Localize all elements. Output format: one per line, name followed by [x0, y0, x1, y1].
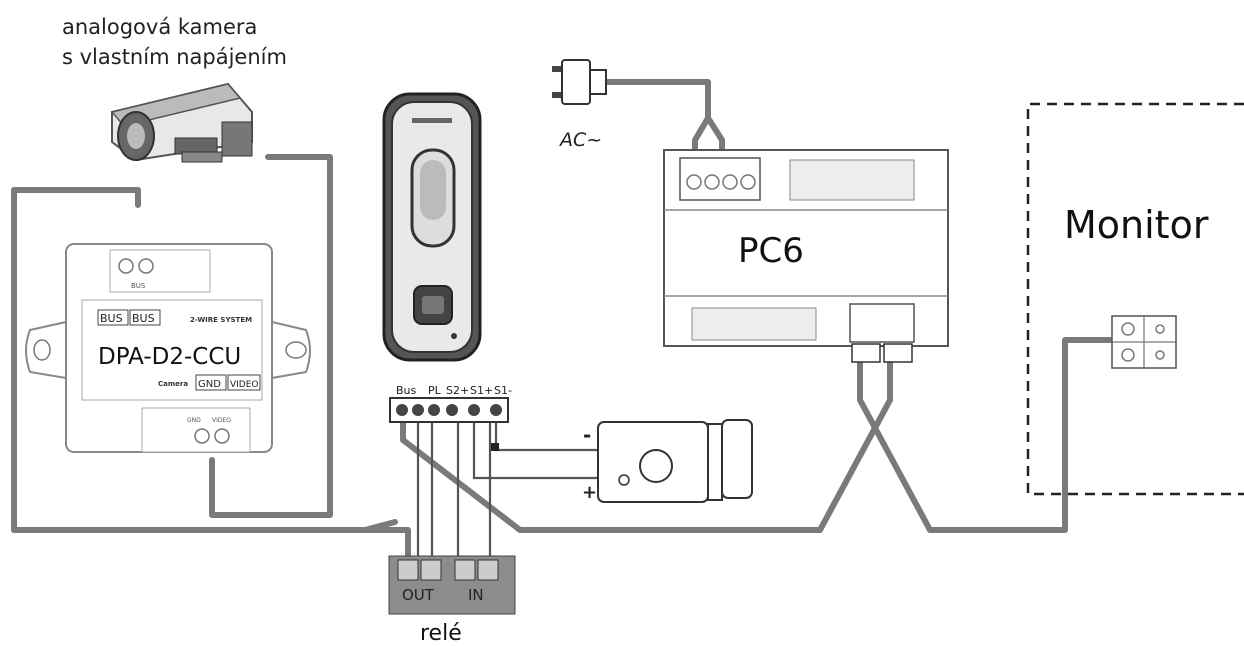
power-plug: AC~ [552, 59, 607, 151]
ccu-bus-right: BUS [132, 312, 155, 325]
wire-power-plug [597, 79, 711, 163]
ccu-bus-top: BUS [131, 282, 146, 290]
relay-out-label: OUT [402, 586, 435, 604]
monitor-name: Monitor [1064, 203, 1209, 247]
lock-minus: - [583, 423, 591, 447]
pc6-name: PC6 [738, 231, 804, 271]
ccu-system-label: 2-WIRE SYSTEM [190, 316, 252, 324]
terminal-s2p: S2+ [446, 384, 469, 397]
ccu-unit: BUS BUS BUS 2-WIRE SYSTEM DPA-D2-CCU Cam… [25, 243, 311, 453]
wire-pc6-to-monitor [857, 337, 1123, 533]
wire-bus-to-pc6 [400, 357, 893, 533]
relay: OUT IN relé [388, 555, 516, 646]
wire-camera-video [209, 154, 333, 518]
ccu-video-label: VIDEO [230, 380, 259, 390]
camera: analogová kamera s vlastním napájením [62, 15, 287, 163]
terminal-s1p: S1+ [470, 384, 493, 397]
door-station [382, 92, 482, 362]
ac-label: AC~ [558, 129, 602, 151]
monitor: Monitor [1026, 102, 1244, 496]
camera-label-line2: s vlastním napájením [62, 45, 287, 69]
ccu-bus-left: BUS [100, 312, 123, 325]
terminal-s1m: S1- [494, 384, 512, 397]
camera-label-line1: analogová kamera [62, 15, 257, 39]
terminal-bus: Bus [396, 384, 417, 397]
terminal-block: Bus PL S2+ S1+ S1- [389, 384, 512, 423]
relay-in-label: IN [468, 586, 484, 604]
ccu-gnd-label: GND [198, 379, 221, 390]
pc6-unit: PC6 [663, 149, 949, 363]
wires [11, 79, 1123, 559]
ccu-camera-label: Camera [158, 380, 188, 388]
thin-wires [416, 415, 598, 556]
relay-name: relé [420, 621, 462, 646]
camera-icon [110, 82, 253, 163]
terminal-pl: PL [428, 384, 442, 397]
wire-left-to-relay [362, 527, 411, 559]
door-lock: - + [582, 419, 753, 503]
ccu-bottom-video: VIDEO [212, 417, 231, 424]
ccu-name: DPA-D2-CCU [98, 344, 241, 370]
lock-plus: + [582, 482, 597, 503]
ccu-bottom-gnd: GND [187, 417, 201, 424]
